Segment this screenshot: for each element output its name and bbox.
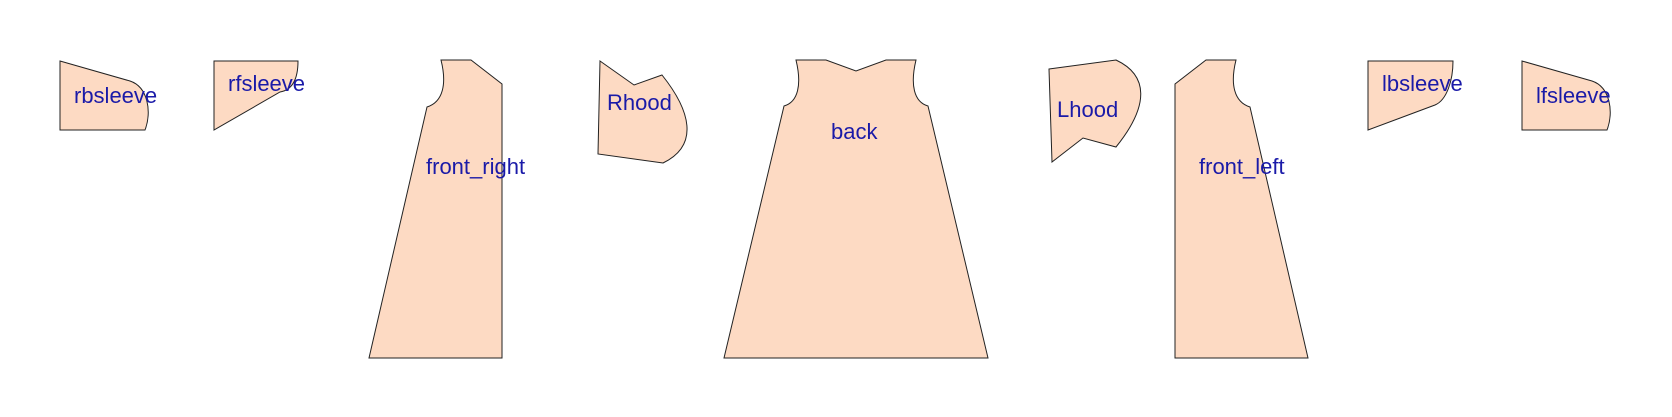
piece-rhood-shape — [597, 60, 688, 164]
piece-lhood-shape — [1048, 59, 1142, 163]
piece-rbsleeve-shape — [59, 60, 149, 131]
piece-lhood-label: Lhood — [1057, 97, 1118, 122]
piece-lbsleeve-label: lbsleeve — [1382, 71, 1463, 96]
piece-front-right: front_right — [368, 59, 525, 359]
piece-rhood-label: Rhood — [607, 90, 672, 115]
piece-back-label: back — [831, 119, 878, 144]
piece-front-left: front_left — [1174, 59, 1309, 359]
piece-lbsleeve-shape — [1367, 60, 1454, 131]
piece-rfsleeve: rfsleeve — [213, 60, 305, 131]
piece-lhood: Lhood — [1048, 59, 1142, 163]
piece-lfsleeve-shape — [1521, 60, 1611, 131]
piece-rbsleeve-label: rbsleeve — [74, 83, 157, 108]
piece-rhood: Rhood — [597, 60, 688, 164]
piece-lfsleeve-label: lfsleeve — [1536, 83, 1611, 108]
piece-front-left-label: front_left — [1199, 154, 1285, 179]
piece-lfsleeve: lfsleeve — [1521, 60, 1611, 131]
piece-rfsleeve-label: rfsleeve — [228, 71, 305, 96]
piece-back: back — [723, 59, 989, 359]
piece-lbsleeve: lbsleeve — [1367, 60, 1463, 131]
piece-front-left-shape — [1174, 59, 1309, 359]
piece-rbsleeve: rbsleeve — [59, 60, 157, 131]
piece-front-right-label: front_right — [426, 154, 525, 179]
piece-front-right-shape — [368, 59, 503, 359]
piece-back-shape — [723, 59, 989, 359]
piece-rfsleeve-shape — [213, 60, 299, 131]
